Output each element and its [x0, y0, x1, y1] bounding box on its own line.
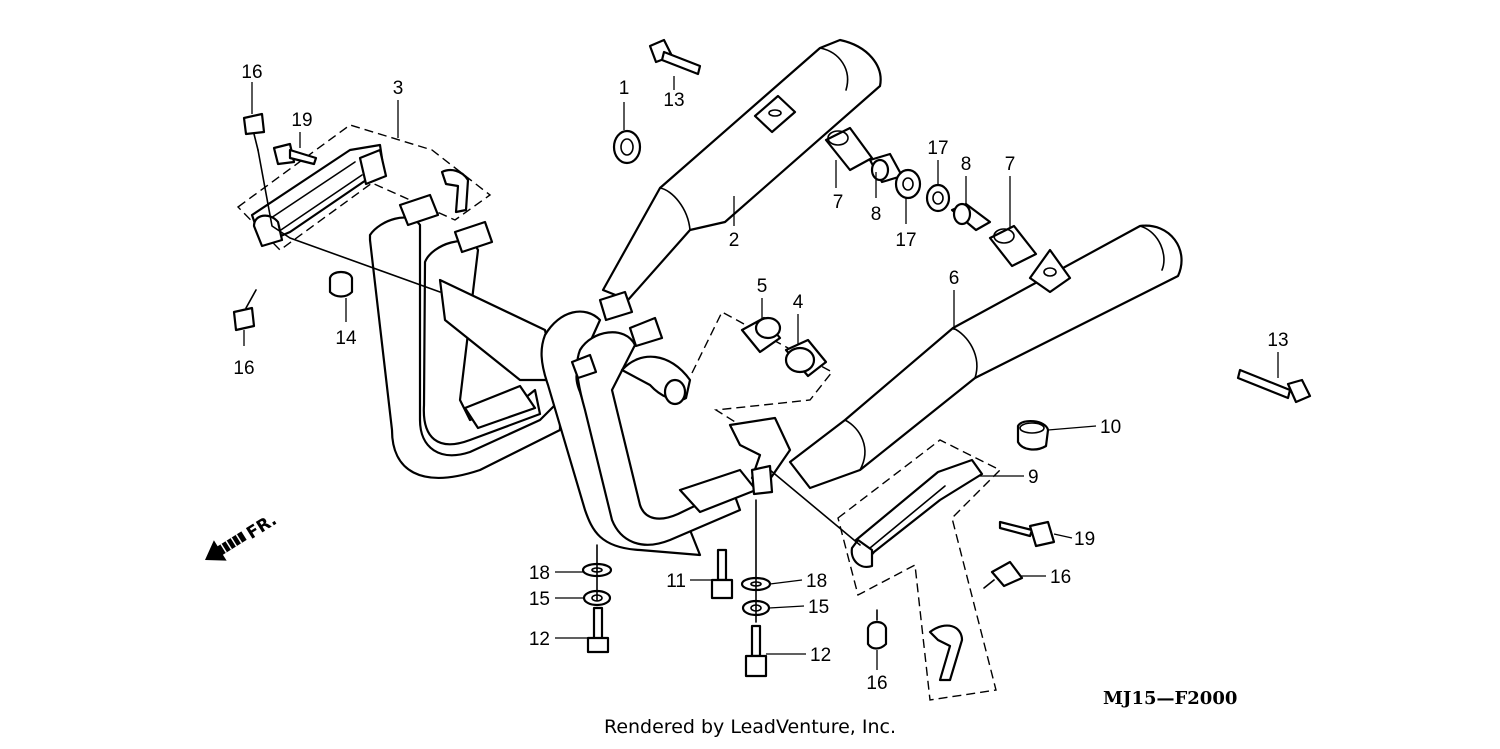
- callout-16-bottom: 16: [866, 673, 887, 694]
- callout-5: 5: [757, 276, 768, 297]
- bolt-12-right: [744, 624, 768, 678]
- callout-17-right: 17: [927, 138, 948, 159]
- callout-labels: 16 19 3 16 14 13 1 2 7 8 17 17 8 7 5 4 6…: [233, 62, 1288, 694]
- collar-8-right: [950, 202, 992, 232]
- mounting-bracket: [850, 458, 984, 682]
- gasket-1: [612, 129, 642, 165]
- front-arrow-icon: FR.: [205, 510, 280, 561]
- callout-14: 14: [335, 328, 357, 349]
- muffler-lower: [788, 224, 1183, 490]
- bolt-13-right: [1236, 368, 1312, 404]
- callout-4: 4: [793, 292, 804, 313]
- callout-3: 3: [393, 78, 404, 99]
- bolt-13-top: [648, 38, 702, 76]
- callout-17-left: 17: [895, 230, 916, 251]
- damper-collar-4: [784, 338, 828, 378]
- bolt-12-left: [586, 606, 610, 654]
- callout-9: 9: [1028, 467, 1039, 488]
- callout-15-right: 15: [808, 597, 829, 618]
- heat-shield-group-outline: [236, 124, 492, 251]
- heat-shield: [250, 143, 470, 248]
- bolt-11: [710, 548, 734, 600]
- callout-8-left: 8: [871, 204, 882, 225]
- callout-16-right: 16: [1050, 567, 1071, 588]
- callout-7-right: 7: [1005, 154, 1016, 175]
- callout-11: 11: [666, 571, 686, 592]
- bolt-19-upper: [272, 142, 318, 166]
- callout-18-right: 18: [806, 571, 827, 592]
- bolt-16-right: [983, 560, 1024, 589]
- callout-15-left: 15: [529, 589, 550, 610]
- bolt-16-upper-left: [242, 112, 266, 151]
- callout-18-left: 18: [529, 563, 550, 584]
- callout-12-left: 12: [529, 629, 550, 650]
- callout-19-lower: 19: [1074, 529, 1095, 550]
- nut-17-right: [925, 183, 951, 213]
- diagram-code: MJ15—F2000: [1103, 688, 1238, 709]
- callout-19-upper: 19: [291, 110, 312, 131]
- bolt-16-lower-left: [232, 289, 257, 332]
- front-marker-label: FR.: [243, 510, 280, 544]
- callout-6: 6: [949, 268, 960, 289]
- mounting-bracket-group-outline: [837, 439, 1002, 701]
- rubber-7-right: [988, 224, 1038, 268]
- callout-16-upper-left: 16: [241, 62, 262, 83]
- callout-12-right: 12: [810, 645, 831, 666]
- cap-nut-14: [328, 270, 354, 298]
- callout-7-left: 7: [833, 192, 844, 213]
- damper-rubber-5: [740, 316, 782, 354]
- render-credit: Rendered by LeadVenture, Inc.: [603, 716, 897, 738]
- assembly-axis-bracket: [769, 469, 861, 546]
- nut-17-left: [894, 168, 922, 200]
- callout-13-top: 13: [663, 90, 684, 111]
- exhaust-pipes: [368, 193, 792, 557]
- rubber-cap-10: [1016, 420, 1050, 451]
- rubber-7-left: [824, 126, 874, 172]
- callout-1: 1: [619, 78, 630, 99]
- callout-8-right: 8: [961, 154, 972, 175]
- muffler-upper: [601, 38, 882, 302]
- callout-13-right: 13: [1267, 330, 1288, 351]
- bolt-19-lower: [998, 520, 1056, 548]
- callout-16-lower-left: 16: [233, 358, 254, 379]
- callout-10: 10: [1100, 417, 1121, 438]
- assembly-axis-shield: [257, 149, 441, 293]
- callout-2: 2: [729, 230, 740, 251]
- leader-lines: [243, 76, 1279, 670]
- damper-group-outline: [691, 311, 834, 426]
- bolt-16-bottom: [866, 609, 888, 650]
